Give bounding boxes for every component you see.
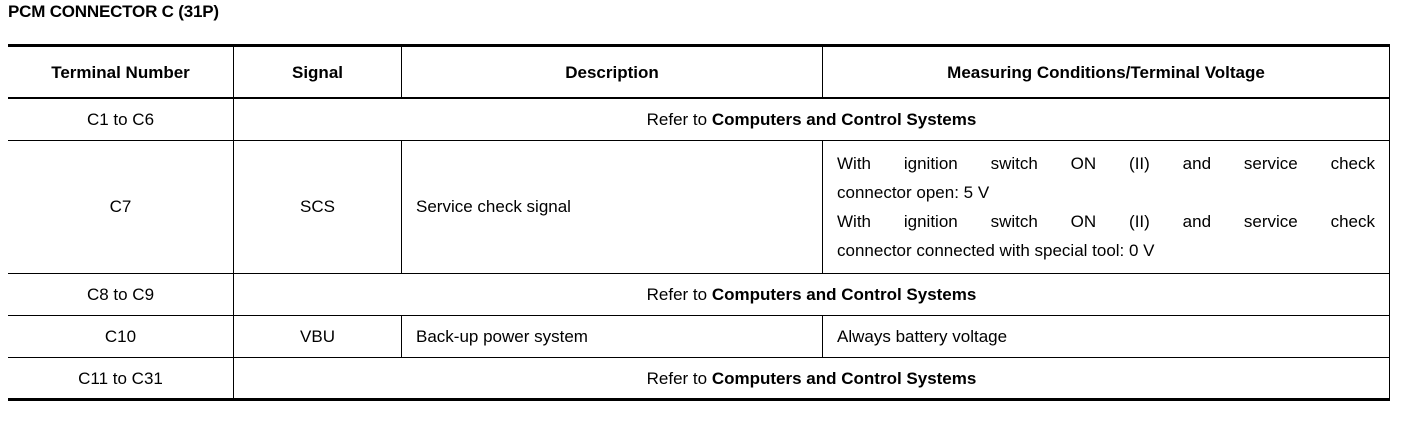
cell-terminal-number: C7 — [8, 140, 234, 275]
cell-refer-note: Refer to Computers and Control Systems — [233, 357, 1390, 402]
refer-lead-text: Refer to — [646, 285, 712, 305]
cell-signal: SCS — [233, 140, 402, 275]
cell-terminal-number: C8 to C9 — [8, 273, 234, 317]
table-row: C7 SCS Service check signal With ignitio… — [8, 140, 1390, 275]
refer-reference-text: Computers and Control Systems — [711, 109, 977, 129]
cell-terminal-number: C10 — [8, 315, 234, 359]
cell-terminal-number: C1 to C6 — [8, 98, 234, 141]
cell-measuring-conditions: With ignition switch ON (II) and service… — [822, 140, 1390, 275]
refer-lead-text: Refer to — [646, 109, 712, 129]
cell-refer-note: Refer to Computers and Control Systems — [233, 273, 1390, 317]
header-measuring-conditions: Measuring Conditions/Terminal Voltage — [822, 44, 1390, 99]
table-row: C10 VBU Back-up power system Always batt… — [8, 315, 1390, 359]
description-text: Service check signal — [416, 197, 571, 217]
refer-lead-text: Refer to — [646, 368, 712, 388]
cell-signal: VBU — [233, 315, 402, 359]
header-signal: Signal — [233, 44, 402, 99]
measuring-line: connector connected with special tool: 0… — [837, 241, 1155, 261]
cell-measuring-conditions: Always battery voltage — [822, 315, 1390, 359]
cell-description: Back-up power system — [401, 315, 823, 359]
table-row: C11 to C31 Refer to Computers and Contro… — [8, 357, 1390, 402]
cell-terminal-number: C11 to C31 — [8, 357, 234, 402]
measuring-line: Always battery voltage — [837, 327, 1008, 347]
refer-reference-text: Computers and Control Systems — [711, 368, 977, 388]
measuring-line: With ignition switch ON (II) and service… — [837, 211, 1375, 231]
measuring-conditions-block: With ignition switch ON (II) and service… — [823, 141, 1389, 274]
refer-reference-text: Computers and Control Systems — [711, 285, 977, 305]
pcm-connector-table-wrapper: Terminal Number Signal Description Measu… — [8, 44, 1390, 402]
table-row: C8 to C9 Refer to Computers and Control … — [8, 273, 1390, 317]
table-row: C1 to C6 Refer to Computers and Control … — [8, 98, 1390, 141]
pcm-connector-table: Terminal Number Signal Description Measu… — [8, 44, 1390, 402]
table-header-row: Terminal Number Signal Description Measu… — [8, 44, 1390, 99]
description-text: Back-up power system — [416, 327, 588, 347]
header-terminal-number: Terminal Number — [8, 44, 234, 99]
cell-description: Service check signal — [401, 140, 823, 275]
cell-refer-note: Refer to Computers and Control Systems — [233, 98, 1390, 141]
page-title: PCM CONNECTOR C (31P) — [8, 2, 219, 21]
measuring-line: connector open: 5 V — [837, 182, 990, 202]
header-description: Description — [401, 44, 823, 99]
measuring-line: With ignition switch ON (II) and service… — [837, 153, 1375, 173]
